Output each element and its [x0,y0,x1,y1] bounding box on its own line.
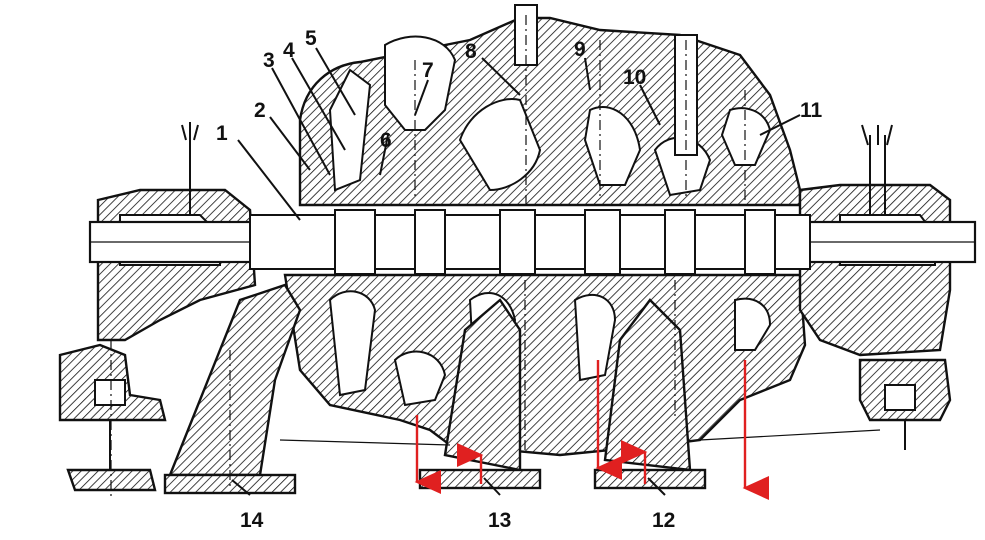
label-6: 6 [380,129,392,152]
label-14: 14 [240,509,264,532]
joint-line-right [699,429,881,441]
label-5: 5 [305,27,317,50]
port-centerlines [110,280,676,500]
label-9: 9 [574,38,586,61]
part-labels: 1 2 3 4 5 6 7 8 9 10 11 12 13 14 [216,27,823,532]
rotor-shaft [88,209,977,275]
label-13: 13 [488,509,511,532]
flow-arrows [414,360,769,500]
top-studs [414,4,746,210]
label-2: 2 [254,99,266,122]
label-8: 8 [465,40,477,63]
label-7: 7 [422,59,434,82]
upper-casing [298,16,802,207]
lower-casing [283,273,807,457]
label-4: 4 [283,39,295,62]
joint-line-left [279,439,451,446]
leader-lines [231,47,801,496]
support-legs [163,283,707,495]
label-10: 10 [623,66,646,89]
label-1: 1 [216,122,228,145]
label-11: 11 [800,99,823,122]
instrument-probes [181,122,893,215]
label-3: 3 [263,49,275,72]
label-12: 12 [652,509,675,532]
